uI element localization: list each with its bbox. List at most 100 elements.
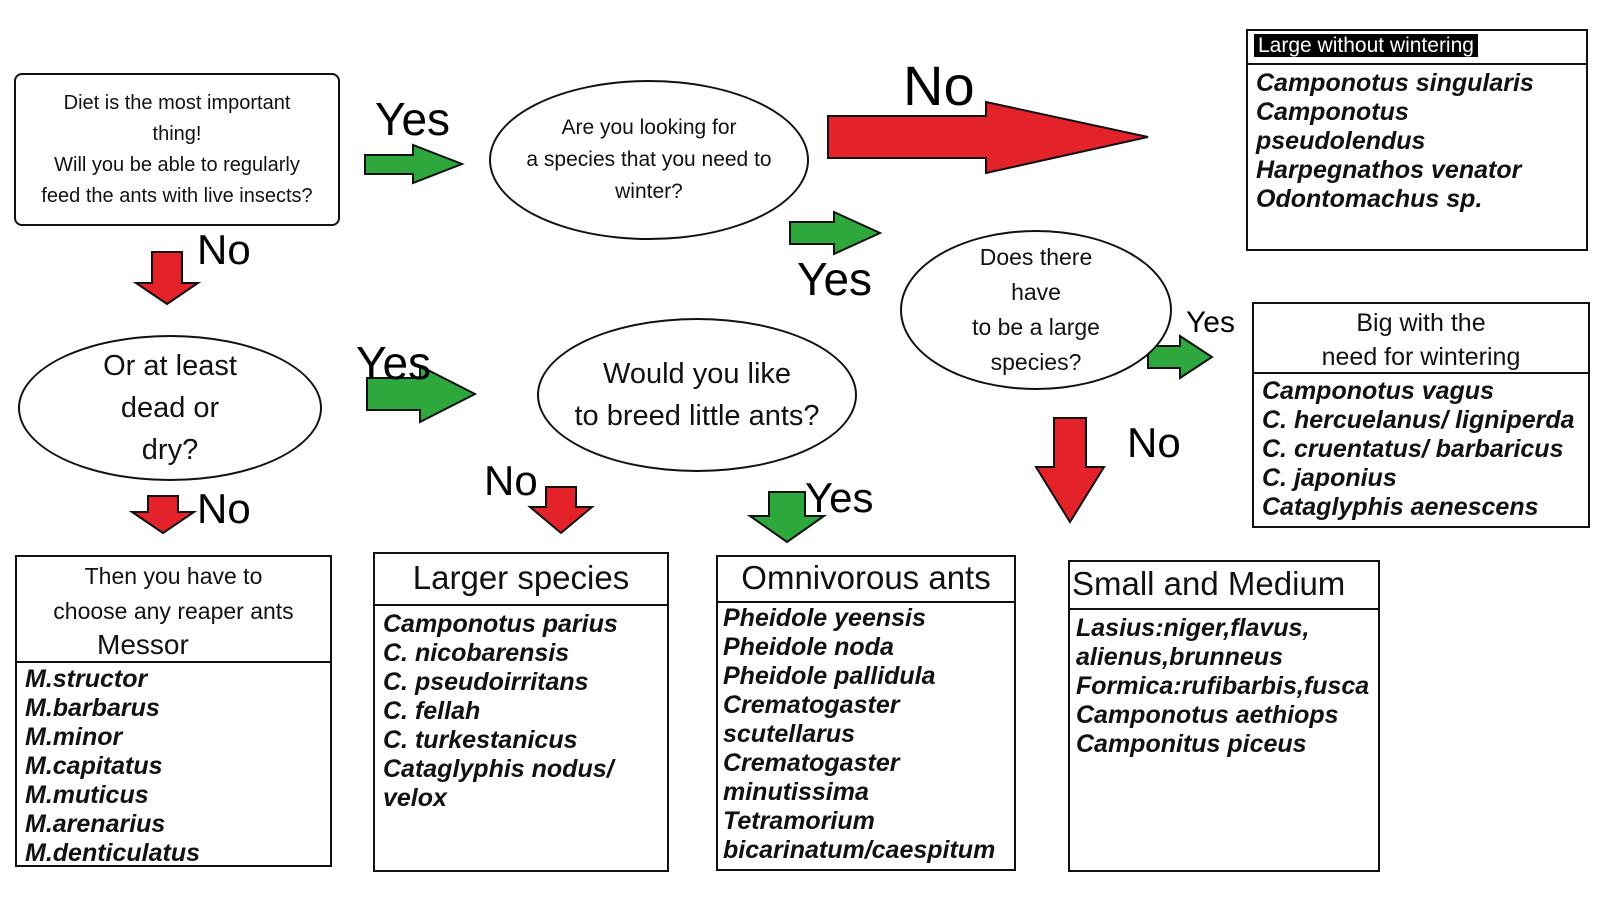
species-list: Lasius:niger,flavus, alienus,brunneus Fo… [1070, 610, 1378, 759]
species-item: velox [383, 784, 447, 812]
result-omnivorous-ants: Omnivorous ants Pheidole yeensis Pheidol… [716, 555, 1016, 871]
species-item: bicarinatum/caespitum [723, 836, 996, 864]
species-item: Formica:rufibarbis,fusca [1076, 672, 1370, 700]
result-header: Small and Medium [1070, 562, 1378, 610]
species-list: Pheidole yeensis Pheidole noda Pheidole … [718, 603, 1014, 865]
label-yes-dead-dry-little: Yes [356, 337, 432, 389]
dead-dry-line-2: dead or [120, 392, 220, 424]
species-item: Lasius:niger,flavus, [1076, 614, 1310, 642]
species-item: C. cruentatus/ barbaricus [1262, 435, 1564, 463]
result-messor: Then you have to choose any reaper ants … [15, 555, 332, 867]
species-item: M.denticulatus [25, 839, 201, 867]
large-line-2: have [1011, 279, 1061, 305]
species-item: Cataglyphis aenescens [1262, 493, 1539, 521]
winter-line-2: a species that you need to [526, 148, 772, 171]
yes-arrow-little-to-omnivorous [746, 491, 828, 544]
label-yes-large-big: Yes [1186, 306, 1235, 339]
label-no-winter: No [903, 54, 975, 117]
species-item: M.capitatus [25, 752, 163, 780]
species-item: Camponotus aethiops [1076, 701, 1339, 729]
header-line: choose any reaper ants [53, 598, 294, 624]
no-arrow-large-to-small-medium [1034, 417, 1106, 524]
species-item: Pheidole pallidula [723, 662, 936, 690]
species-item: Camponotus [1256, 98, 1409, 126]
yes-arrow-large-to-big-winter [1147, 334, 1214, 380]
result-small-and-medium: Small and Medium Lasius:niger,flavus, al… [1068, 560, 1380, 872]
dead-dry-line-1: Or at least [103, 350, 237, 382]
species-item: Tetramorium [723, 807, 875, 835]
species-item: C. turkestanicus [383, 726, 578, 754]
species-item: Pheidole noda [723, 633, 894, 661]
label-yes-diet-winter: Yes [375, 93, 451, 145]
large-line-3: to be a large [972, 314, 1100, 340]
no-arrow-little-to-larger [527, 486, 595, 535]
species-item: C. fellah [383, 697, 481, 725]
header-line: Larger species [412, 559, 630, 596]
species-item: Camponotus singularis [1256, 69, 1534, 97]
diet-line-1: Diet is the most important [63, 91, 291, 114]
large-line-4: species? [990, 349, 1082, 375]
species-list: Camponotus singularis Camponotus pseudol… [1248, 65, 1586, 214]
species-item: alienus,brunneus [1076, 643, 1283, 671]
no-arrow-diet-to-dead-dry [132, 251, 202, 306]
species-list: Camponotus parius C. nicobarensis C. pse… [375, 606, 667, 813]
species-item: Odontomachus sp. [1256, 185, 1483, 213]
result-big-with-wintering: Big with the need for wintering Camponot… [1252, 302, 1590, 528]
species-item: Harpegnathos venator [1256, 156, 1522, 184]
result-header: Big with the need for wintering [1254, 304, 1588, 374]
header-line: Small and Medium [1072, 565, 1346, 602]
label-no-large-small: No [1127, 419, 1181, 466]
diet-line-2: thing! [152, 122, 202, 145]
large-species-question-ellipse: Does there have to be a large species? [900, 230, 1172, 390]
species-item: Pheidole yeensis [723, 604, 926, 632]
species-list: M.structor M.barbarus M.minor M.capitatu… [17, 663, 330, 868]
result-large-without-wintering: Large without wintering Camponotus singu… [1246, 29, 1588, 251]
winter-line-3: winter? [615, 180, 683, 203]
species-item: Camponotus vagus [1262, 377, 1494, 405]
header-line: Omnivorous ants [741, 559, 991, 596]
species-item: C. hercuelanus/ ligniperda [1262, 406, 1575, 434]
species-item: scutellarus [723, 720, 856, 748]
species-item: C. pseudoirritans [383, 668, 589, 696]
no-arrow-dead-dry-to-messor [128, 495, 198, 535]
species-item: M.muticus [25, 781, 149, 809]
label-no-diet-dead-dry: No [197, 226, 251, 273]
species-item: minutissima [723, 778, 869, 806]
species-item: pseudolendus [1256, 127, 1426, 155]
species-item: Camponotus parius [383, 610, 618, 638]
species-item: M.minor [25, 723, 123, 751]
species-item: M.arenarius [25, 810, 166, 838]
species-item: Camponitus piceus [1076, 730, 1307, 758]
label-yes-winter-large: Yes [797, 253, 873, 305]
species-item: Cataglyphis nodus/ [383, 755, 614, 783]
diet-line-3: Will you be able to regularly [54, 153, 300, 176]
winter-question-ellipse: Are you looking for a species that you n… [489, 80, 809, 240]
large-line-1: Does there [979, 244, 1093, 270]
diet-question-box: Diet is the most important thing! Will y… [14, 73, 340, 226]
label-no-little-larger: No [484, 457, 538, 504]
species-item: C. nicobarensis [383, 639, 570, 667]
header-line: Large without wintering [1254, 34, 1478, 57]
result-larger-species: Larger species Camponotus parius C. nico… [373, 552, 669, 872]
species-item: Crematogaster [723, 749, 900, 777]
diet-line-4: feed the ants with live insects? [41, 184, 313, 207]
result-header: Larger species [375, 554, 667, 606]
yes-arrow-diet-to-winter [364, 143, 465, 185]
header-line: need for wintering [1321, 343, 1521, 371]
result-header: Then you have to choose any reaper ants … [17, 557, 330, 663]
label-yes-little-omnivorous: Yes [805, 474, 874, 521]
yes-arrow-dead-dry-to-little [366, 364, 478, 424]
header-line: Then you have to [84, 563, 263, 589]
species-item: M.barbarus [25, 694, 160, 722]
result-header: Omnivorous ants [718, 557, 1014, 603]
species-item: M.structor [25, 665, 148, 693]
dead-dry-question-ellipse: Or at least dead or dry? [18, 335, 322, 481]
result-header: Large without wintering [1248, 31, 1586, 65]
little-line-2: to breed little ants? [574, 400, 820, 432]
species-list: Camponotus vagus C. hercuelanus/ lignipe… [1254, 374, 1588, 522]
header-line: Messor [97, 629, 189, 660]
no-arrow-winter-to-large-no-winter [827, 100, 1149, 175]
winter-line-1: Are you looking for [561, 116, 737, 139]
label-no-dead-dry-messor: No [197, 485, 251, 532]
